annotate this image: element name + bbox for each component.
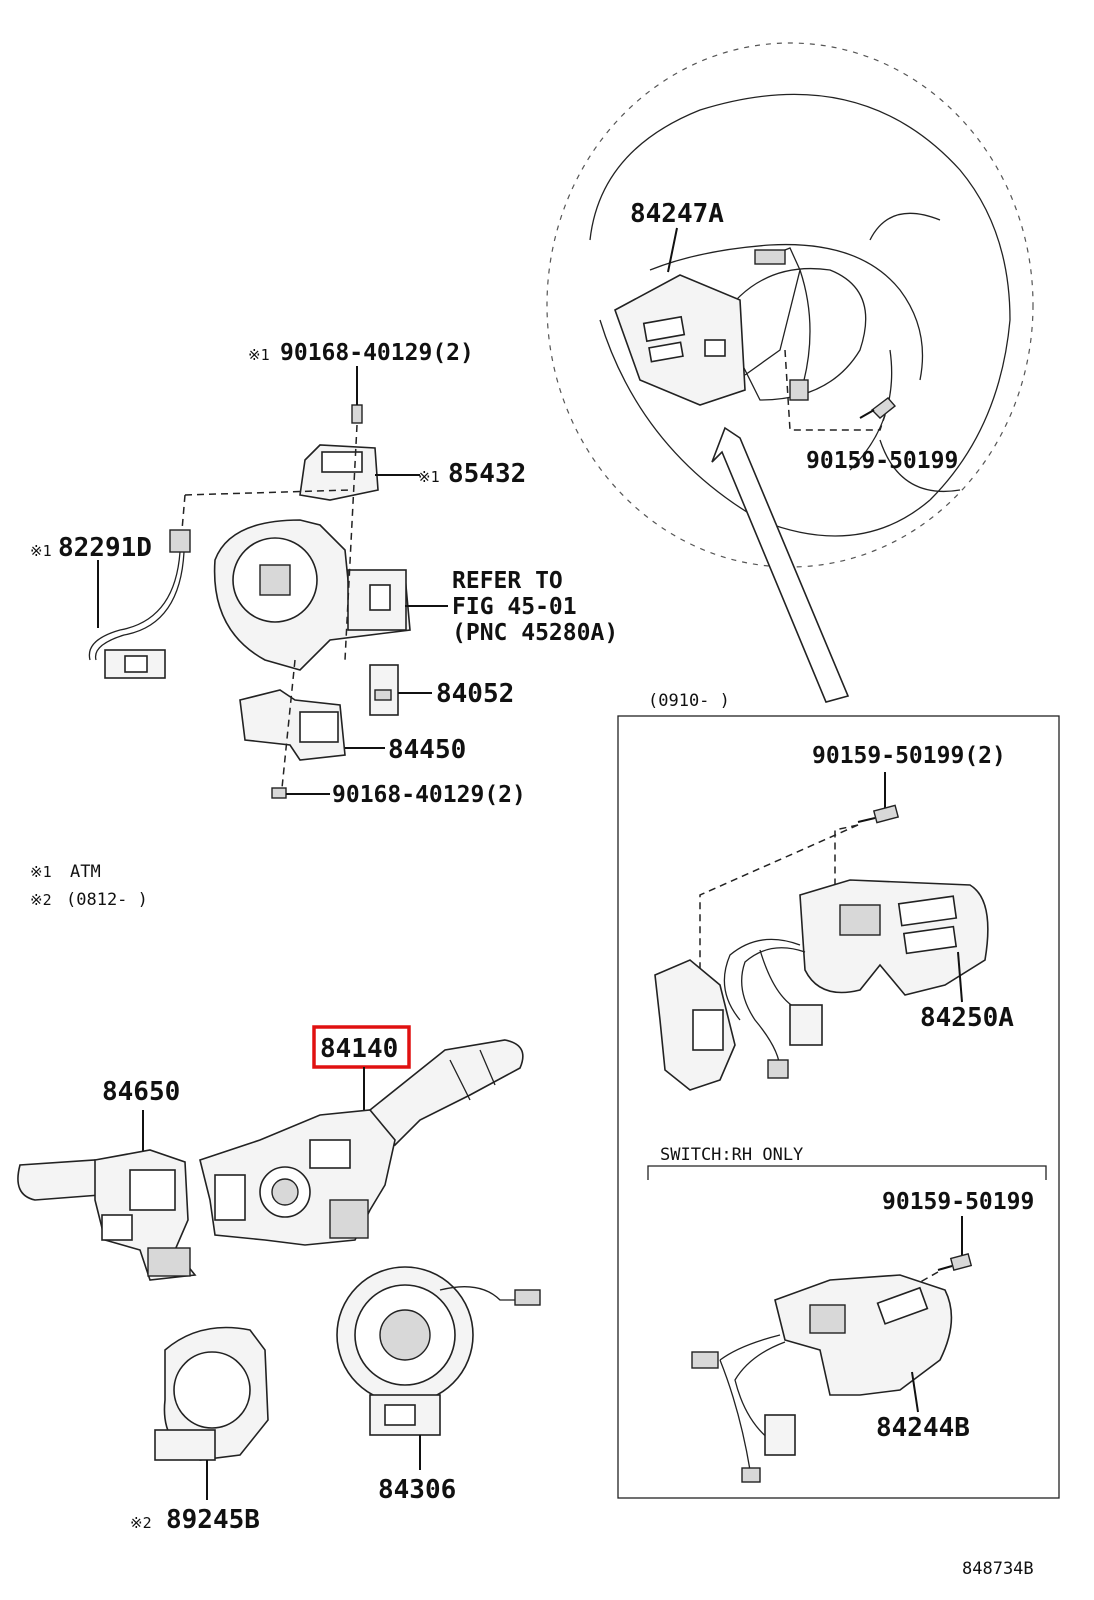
leader-84247A xyxy=(667,227,678,273)
label-84306: 84306 xyxy=(378,1475,456,1505)
label-90159-50199-rh: 90159-50199 xyxy=(882,1189,1034,1215)
steering-wheel xyxy=(546,42,1034,568)
label-90159-50199-2: 90159-50199(2) xyxy=(812,743,1006,769)
label-refer-pnc: (PNC 45280A) xyxy=(452,620,618,646)
steering-sensor-89245B xyxy=(154,1326,269,1461)
wiper-switch-84140 xyxy=(199,1039,524,1246)
label-90168-40129-top: 90168-40129(2) xyxy=(280,340,474,366)
steering-switch-84247A xyxy=(614,247,811,406)
rh-only-bracket xyxy=(647,1165,1047,1180)
steering-switch-84250A xyxy=(654,879,989,1091)
label-84650: 84650 xyxy=(102,1077,180,1107)
mark1-90168: ※1 xyxy=(248,346,270,364)
footnote-mark2: ※2 xyxy=(30,891,52,909)
footnote-mark1: ※1 xyxy=(30,863,52,881)
label-90159-50199-wheel: 90159-50199 xyxy=(806,448,958,474)
screw-rh-icon xyxy=(937,1253,973,1271)
steering-switch-84244B xyxy=(691,1274,953,1483)
screw-box-icon xyxy=(857,804,900,824)
label-89245B: 89245B xyxy=(166,1505,260,1535)
label-82291D: 82291D xyxy=(58,533,152,563)
leader-84250A xyxy=(957,951,963,1003)
headlight-switch-84650 xyxy=(17,1149,197,1281)
spiral-cable-84306 xyxy=(336,1266,541,1436)
label-90168-40129-bottom: 90168-40129(2) xyxy=(332,782,526,808)
label-84244B: 84244B xyxy=(876,1413,970,1443)
pointer-arrow xyxy=(711,426,850,703)
label-84450: 84450 xyxy=(388,735,466,765)
label-switch-rh-only: SWITCH:RH ONLY xyxy=(660,1145,803,1165)
label-85432: 85432 xyxy=(448,459,526,489)
dash-box-right xyxy=(834,824,859,905)
label-84247A: 84247A xyxy=(630,199,724,229)
label-refer-fig: FIG 45-01 xyxy=(452,594,577,620)
label-84052: 84052 xyxy=(436,679,514,709)
label-refer-to: REFER TO xyxy=(452,568,563,594)
dash-box-left xyxy=(699,824,859,975)
dash-rh xyxy=(914,1271,939,1286)
footnote-atm: ATM xyxy=(70,862,101,882)
dash-wheel-screw xyxy=(784,349,886,431)
footnote-period: (0812- ) xyxy=(66,890,148,910)
label-box-period: (0910- ) xyxy=(648,691,730,711)
highlight-84140 xyxy=(312,1025,411,1069)
label-84140: 84140 xyxy=(320,1034,398,1064)
variant-box xyxy=(617,715,1060,1499)
figure-id: 848734B xyxy=(962,1559,1034,1579)
leader-84244B xyxy=(911,1371,919,1413)
label-84250A: 84250A xyxy=(920,1003,1014,1033)
mark1-82291D: ※1 xyxy=(30,542,52,560)
screw-wheel-icon xyxy=(859,397,897,419)
lock-assembly xyxy=(88,366,448,799)
mark1-85432: ※1 xyxy=(418,468,440,486)
mark2-89245B: ※2 xyxy=(130,1514,152,1532)
